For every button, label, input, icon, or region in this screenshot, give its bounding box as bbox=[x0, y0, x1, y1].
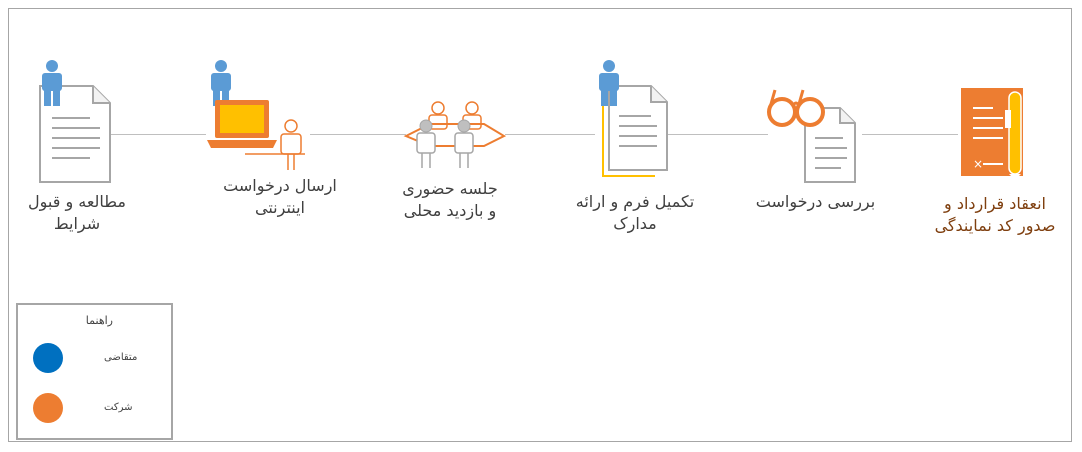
legend-company-label: شرکت bbox=[104, 402, 133, 413]
legend-applicant-label: متقاضی bbox=[104, 352, 138, 363]
form-document-icon bbox=[599, 60, 668, 177]
contract-pen-icon: × bbox=[961, 88, 1023, 180]
step-5-line-1: بررسی درخواست bbox=[755, 192, 876, 211]
step-2-label: ارسال درخواست اینترنتی bbox=[210, 175, 350, 219]
connector-3-4 bbox=[505, 134, 595, 135]
legend-company-dot bbox=[33, 393, 63, 423]
meeting-icon bbox=[403, 101, 507, 168]
connector-5-6 bbox=[862, 134, 958, 135]
step-3-label: جلسه حضوری و بازدید محلی bbox=[385, 178, 515, 222]
step-3-line-1: جلسه حضوری bbox=[402, 179, 498, 198]
step-6-line-1: انعقاد قرارداد و bbox=[944, 194, 1046, 213]
connector-4-5 bbox=[668, 134, 768, 135]
step-1-line-2: شرایط bbox=[53, 214, 101, 233]
step-1-label: مطالعه و قبول شرایط bbox=[18, 191, 136, 235]
step-1-line-1: مطالعه و قبول bbox=[27, 192, 126, 211]
glasses-document-icon bbox=[767, 89, 856, 183]
step-4-label: تکمیل فرم و ارائه مدارک bbox=[560, 191, 710, 235]
legend-box: راهنما متقاضی شرکت bbox=[16, 303, 173, 440]
step-2-line-1: ارسال درخواست bbox=[223, 176, 337, 195]
step-2-line-2: اینترنتی bbox=[255, 198, 305, 217]
document-with-person-icon bbox=[39, 60, 111, 183]
connector-1-2 bbox=[110, 134, 206, 135]
diagram-frame bbox=[8, 8, 1072, 442]
step-4-line-2: مدارک bbox=[613, 214, 657, 233]
step-4-line-1: تکمیل فرم و ارائه bbox=[575, 192, 695, 211]
svg-text:×: × bbox=[973, 157, 983, 171]
step-3-line-2: و بازدید محلی bbox=[403, 201, 497, 220]
legend-title: راهنما bbox=[85, 314, 113, 327]
step-5-label: بررسی درخواست bbox=[743, 191, 888, 213]
laptop-with-person-icon bbox=[207, 60, 305, 170]
step-6-line-2: صدور کد نمایندگی bbox=[934, 216, 1056, 235]
connector-2-3 bbox=[310, 134, 406, 135]
step-6-label: انعقاد قرارداد و صدور کد نمایندگی bbox=[915, 193, 1075, 237]
legend-applicant-dot bbox=[33, 343, 63, 373]
